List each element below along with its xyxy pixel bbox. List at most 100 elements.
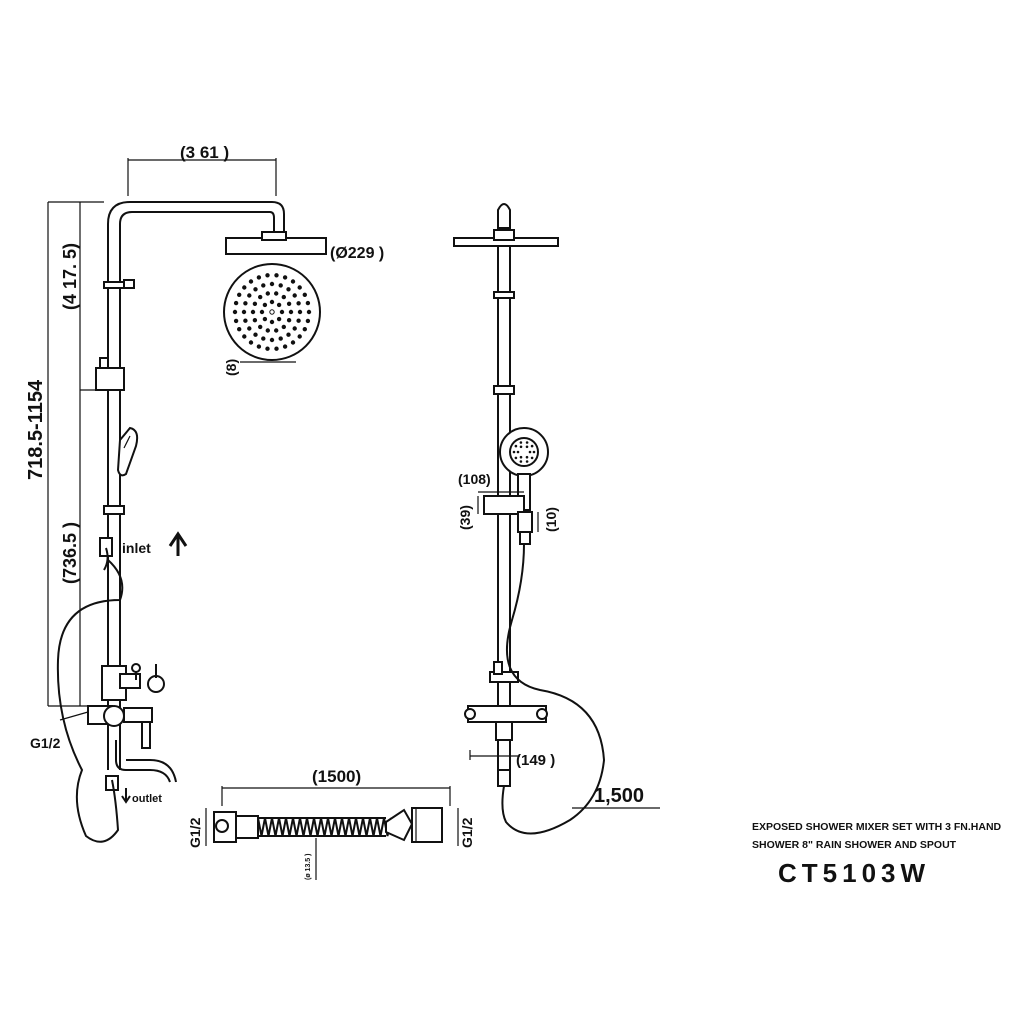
hose-nut-b <box>411 807 443 843</box>
hand-nozzle-dot <box>525 460 529 463</box>
handle-end-view <box>147 675 165 693</box>
dim-thread-hose-b: G1/2 <box>459 817 475 848</box>
nozzle-dot <box>288 309 294 315</box>
nozzle-dot <box>233 300 239 306</box>
nozzle-dot <box>256 275 262 280</box>
nozzle-dot <box>237 292 242 297</box>
caption-model: CT5103W <box>778 858 930 888</box>
diverter-side-knob <box>493 661 503 675</box>
nozzle-dot <box>262 302 268 308</box>
hand-nozzle-dot <box>525 455 529 459</box>
nozzle-dot <box>278 336 283 341</box>
nozzle-dot <box>247 326 252 331</box>
dim-mixer-depth-label: (149 ) <box>516 752 555 769</box>
nozzle-dot <box>261 336 266 341</box>
nozzle-dot <box>290 340 296 345</box>
hand-shower-nozzles <box>512 441 536 463</box>
nozzle-dot <box>305 318 311 324</box>
wall-bracket-cap <box>99 357 109 369</box>
nozzle-dot <box>269 299 275 305</box>
hand-nozzle-dot <box>530 444 534 448</box>
outlet-arrow-head <box>121 795 131 804</box>
nozzle-dot <box>256 344 262 349</box>
hand-nozzle-dot <box>528 450 532 454</box>
nozzle-dot <box>286 332 291 337</box>
nozzle-dot <box>253 287 258 292</box>
hand-nozzle-dot <box>514 444 518 448</box>
dim-hose-length-side: 1,500 <box>594 785 644 807</box>
nozzle-dot <box>290 279 296 284</box>
mixer-nut-right <box>536 708 548 720</box>
nozzle-dot <box>232 309 238 315</box>
hand-shower-front <box>116 426 139 477</box>
hose-spiral <box>257 817 392 837</box>
nozzle-dot <box>292 293 297 298</box>
hand-nozzle-dot <box>519 460 523 463</box>
mixer-body-side <box>467 705 547 723</box>
nozzle-dot <box>306 309 312 315</box>
caption-line-2: SHOWER 8" RAIN SHOWER AND SPOUT <box>752 839 957 851</box>
nozzle-dot <box>269 309 275 315</box>
nozzle-dot <box>248 279 254 284</box>
shower-arm-outer <box>107 201 285 236</box>
hand-nozzle-dot <box>519 445 523 449</box>
mixer-lever <box>141 721 151 749</box>
slide-holder <box>103 505 125 515</box>
hose-detail <box>205 786 459 880</box>
nozzle-dot <box>258 324 263 330</box>
mixer-center <box>103 705 125 727</box>
hand-nozzle-dot <box>519 441 523 444</box>
dim-head-thickness: (8) <box>223 359 239 376</box>
hose-nut-a-bore <box>215 819 229 833</box>
outlet-label: outlet <box>132 793 162 805</box>
nozzle-dot <box>296 301 301 306</box>
bracket-connector <box>517 511 533 533</box>
wall-bracket <box>95 367 125 391</box>
mixer-cartridge-side <box>495 721 513 741</box>
rain-head-joint <box>261 231 287 241</box>
dim-thread-left: G1/2 <box>30 735 61 751</box>
hose-front <box>56 559 124 843</box>
nozzle-dot <box>248 340 254 345</box>
hand-nozzle-dot <box>525 445 529 449</box>
nozzle-dot <box>286 301 292 306</box>
shower-arm-inner <box>119 211 275 236</box>
nozzle-dot <box>276 302 282 308</box>
nozzle-dot <box>269 337 275 343</box>
dim-bracket-offset-label: (10) <box>543 507 559 532</box>
nozzle-dot <box>243 318 248 323</box>
front-view <box>47 158 327 843</box>
hand-nozzle-dot <box>525 441 529 444</box>
nozzle-dot <box>279 309 285 315</box>
nozzle-dot <box>281 294 286 300</box>
nozzle-dot <box>269 281 275 287</box>
nozzle-dot <box>247 293 252 298</box>
nozzle-dot <box>286 287 291 292</box>
nozzle-dot <box>276 316 282 322</box>
hand-nozzle-dot <box>512 450 516 454</box>
nozzle-dot <box>292 326 297 331</box>
nozzle-dot <box>296 318 301 323</box>
mixer-body-right <box>123 707 153 723</box>
dim-lower-length: (736.5 ) <box>60 522 80 584</box>
side-clamp-top <box>493 291 515 299</box>
nozzle-dot <box>302 292 307 297</box>
nozzle-dot <box>274 273 279 278</box>
nozzle-dot <box>253 332 258 337</box>
rain-head-nozzles <box>232 273 312 351</box>
nozzle-dot <box>278 283 283 288</box>
slide-bracket-side <box>483 495 525 515</box>
nozzle-dot <box>262 316 268 322</box>
nozzle-dot <box>243 301 248 306</box>
dim-hose-length-label: (1500) <box>312 767 361 786</box>
nozzle-dot <box>282 344 288 349</box>
hand-nozzle-dot <box>519 455 523 459</box>
nozzle-dot <box>242 334 247 339</box>
hose-nut-side <box>519 531 531 545</box>
hand-nozzle-dot <box>514 456 518 460</box>
nozzle-dot <box>297 334 302 339</box>
nozzle-dot <box>269 319 275 325</box>
riser-clamp-top <box>103 281 125 289</box>
hose-ferrule-a <box>235 815 259 839</box>
nozzle-dot <box>265 273 270 278</box>
